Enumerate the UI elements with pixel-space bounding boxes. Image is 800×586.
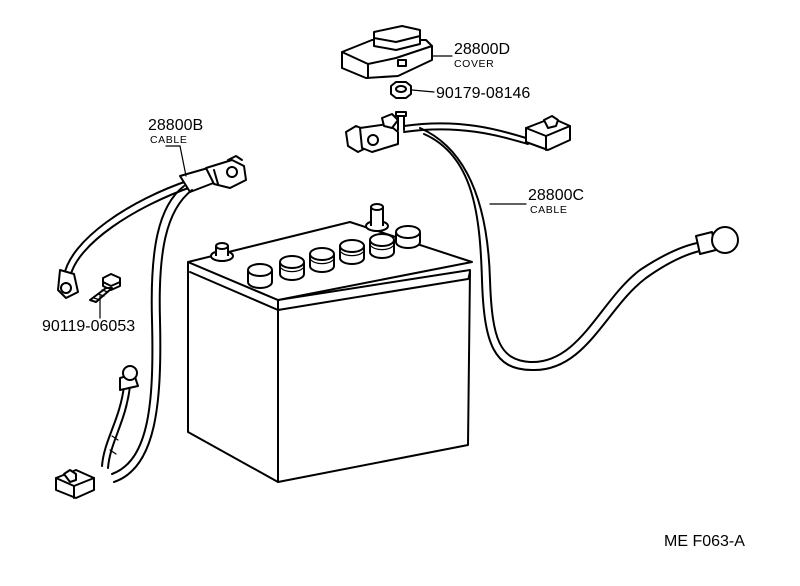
positive-clamp <box>345 111 407 153</box>
cell-cap <box>369 233 395 259</box>
cell-cap <box>395 225 421 249</box>
bolt-part-number: 90119-06053 <box>42 318 135 335</box>
ground-connector <box>55 469 95 499</box>
cover-part-number: 28800D <box>454 41 510 58</box>
positive-cable <box>345 111 739 372</box>
cell-caps <box>247 225 421 289</box>
cover-part-name: COVER <box>454 58 494 70</box>
figure-code: ME F063-A <box>664 533 745 550</box>
terminal-nut <box>390 81 412 99</box>
leader-lines <box>99 55 527 319</box>
positive-branch-connector <box>525 115 571 151</box>
cable-b-part-name: CABLE <box>150 134 187 146</box>
cell-cap <box>309 247 335 273</box>
leader-nut <box>411 89 435 93</box>
cable-b-part-number: 28800B <box>148 117 203 134</box>
cell-cap <box>339 239 365 265</box>
battery <box>187 203 473 483</box>
ground-bolt <box>89 273 121 303</box>
negative-cable <box>55 155 247 499</box>
cell-cap <box>279 255 305 281</box>
battery-side-face <box>277 269 471 483</box>
cable-c-part-name: CABLE <box>530 204 567 216</box>
positive-terminal <box>365 203 389 232</box>
nut-part-number: 90179-08146 <box>436 85 530 102</box>
battery-top-rim <box>189 271 469 311</box>
cable-c-part-number: 28800C <box>528 187 584 204</box>
negative-terminal <box>210 242 234 262</box>
terminal-cover <box>341 25 433 79</box>
cell-cap <box>247 263 273 289</box>
leader-cable-b <box>165 145 187 177</box>
negative-clamp <box>179 155 247 193</box>
